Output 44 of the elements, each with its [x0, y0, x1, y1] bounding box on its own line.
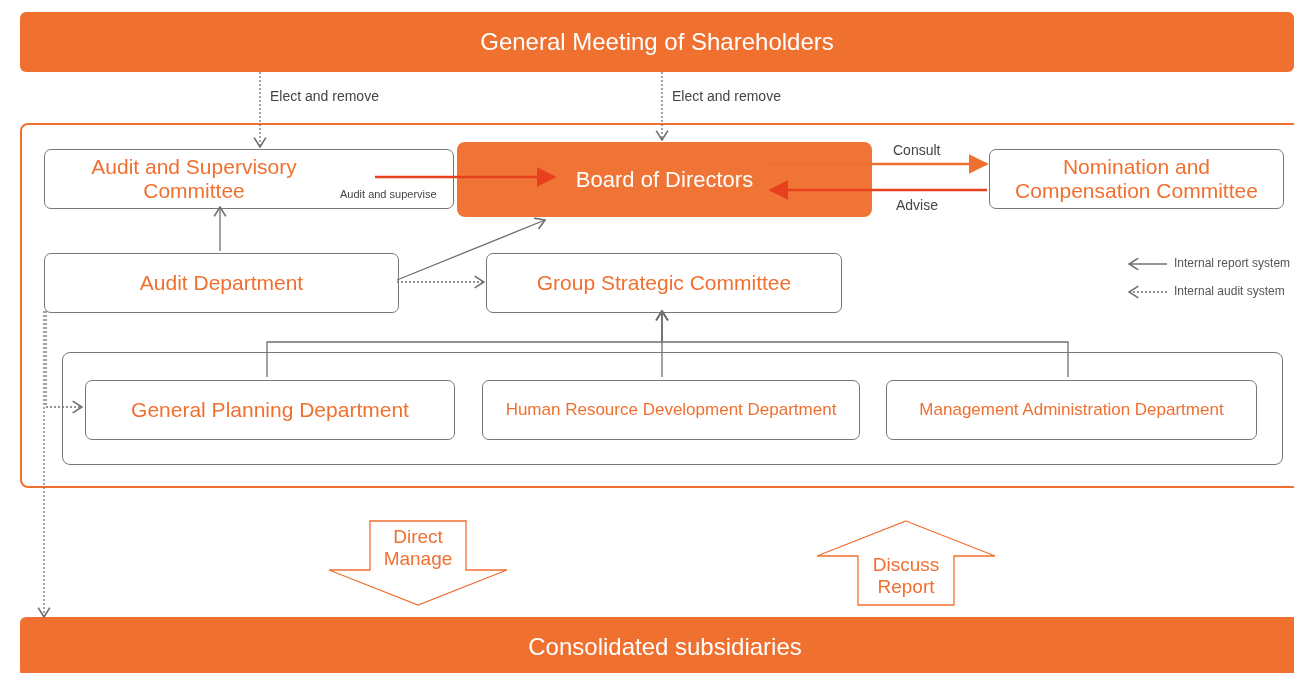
- arrow: [375, 167, 557, 187]
- legend-label: Internal report system: [1172, 256, 1293, 270]
- heading-text: Board of Directors: [575, 166, 754, 193]
- committee-box: [989, 149, 1284, 209]
- edge-label: Consult: [891, 142, 943, 158]
- arrow: [768, 154, 989, 174]
- node-label: Human Resource Development Department: [505, 400, 837, 420]
- heading-text: General Meeting of Shareholders: [480, 28, 834, 56]
- committee-box: [44, 253, 399, 313]
- node-label: General Planning Department: [131, 397, 409, 423]
- company-frame: [20, 123, 1294, 488]
- edge-label: Advise: [894, 197, 941, 213]
- committee-box: [482, 380, 860, 440]
- edge-label: Elect and remove: [268, 88, 381, 104]
- node-label: Management Administration Department: [919, 400, 1224, 420]
- department-group-frame: [62, 352, 1283, 465]
- block-arrow-down: [328, 520, 508, 606]
- edge-label: Elect and remove: [670, 88, 783, 104]
- committee-box: [886, 380, 1257, 440]
- arrow: [45, 310, 83, 414]
- banner: [20, 617, 1294, 673]
- legend-label: Internal audit system: [1172, 284, 1287, 298]
- committee-box: [486, 253, 842, 313]
- board-box: [457, 142, 872, 217]
- node-label: Audit Department: [139, 270, 304, 296]
- arrow-label: Discuss Report: [871, 554, 941, 598]
- committee-box: [44, 149, 454, 209]
- arrow: [37, 310, 51, 618]
- arrow: [253, 71, 267, 148]
- arrow: [655, 310, 1069, 378]
- arrow: [396, 275, 485, 289]
- block-arrow-up: [816, 520, 996, 606]
- arrow: [396, 217, 546, 281]
- committee-box: [85, 380, 455, 440]
- arrow: [213, 206, 227, 252]
- edge-label: Audit and supervise: [339, 188, 438, 200]
- node-label: Nomination and Compensation Committee: [1014, 154, 1259, 204]
- node-label: Group Strategic Committee: [536, 270, 792, 296]
- banner: [20, 12, 1294, 72]
- heading-text: Consolidated subsidiaries: [528, 633, 802, 661]
- node-label: Audit and Supervisory Committee: [90, 154, 298, 204]
- arrow: [768, 180, 987, 200]
- arrow: [655, 71, 669, 141]
- arrow-label: Direct Manage: [382, 526, 454, 570]
